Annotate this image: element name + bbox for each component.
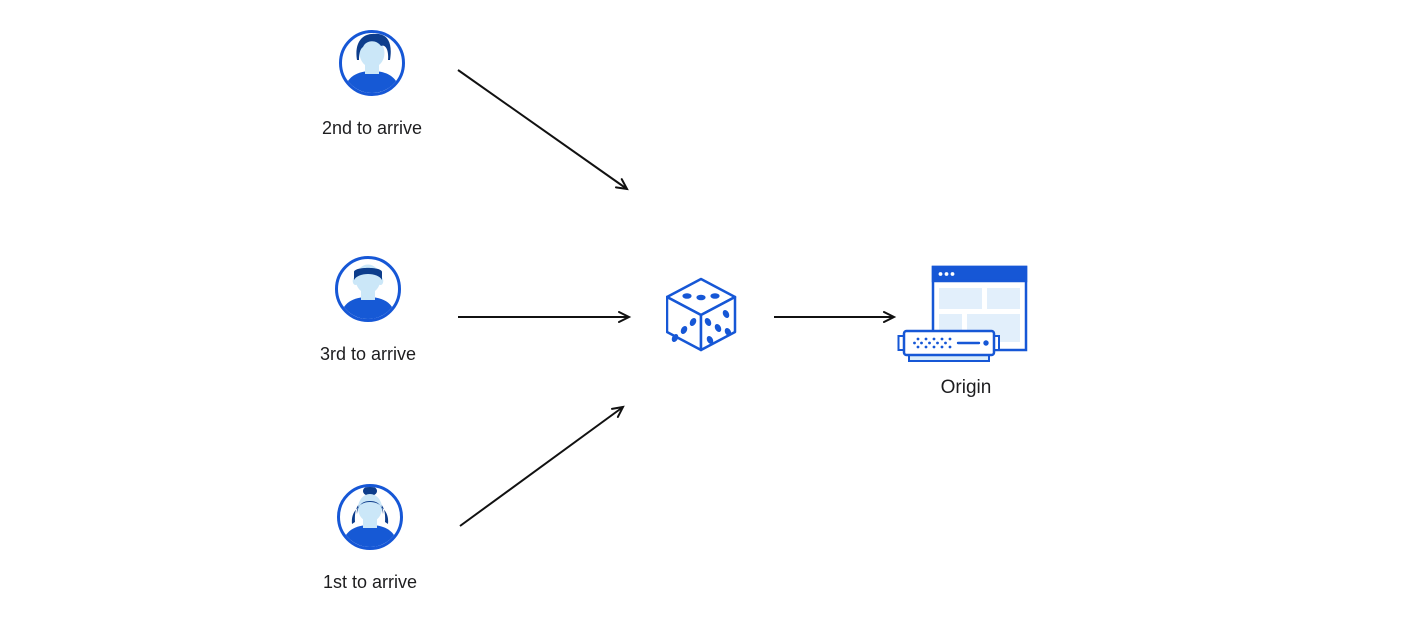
origin-server-browser-icon (897, 265, 1028, 362)
avatar-face (359, 38, 385, 68)
origin-label: Origin (940, 377, 992, 398)
arrow-user-2nd-to-dice (457, 69, 629, 191)
server-body (902, 329, 996, 357)
avatar-hair-bun (363, 487, 377, 496)
dice-pips (671, 293, 732, 345)
man-swoop-hair-avatar-icon (339, 30, 405, 96)
origin-node (896, 258, 1036, 375)
user-node-2nd-to-arrive: 2nd to arrive (302, 30, 442, 139)
server-vent-dots (913, 337, 952, 349)
user-node-3rd-to-arrive: 3rd to arrive (298, 256, 438, 365)
user-node-1st-to-arrive: 1st to arrive (300, 484, 440, 593)
browser-title-bar (931, 265, 1028, 283)
dice-node (665, 277, 738, 358)
user-label-1st: 1st to arrive (322, 572, 418, 592)
avatar-hair-swoop (356, 33, 391, 60)
man-short-hair-avatar-icon (335, 256, 401, 322)
arrow-user-1st-to-dice (459, 405, 625, 527)
server-icon (897, 329, 1000, 362)
browser-window-dots (938, 272, 955, 276)
avatar-hair-short (354, 267, 382, 280)
user-label-3rd: 3rd to arrive (319, 344, 417, 364)
dice-icon (665, 277, 737, 352)
server-led-dot (983, 340, 989, 346)
user-label-2nd: 2nd to arrive (321, 118, 423, 138)
woman-bun-hair-avatar-icon (337, 484, 403, 550)
avatar-face (358, 494, 382, 522)
